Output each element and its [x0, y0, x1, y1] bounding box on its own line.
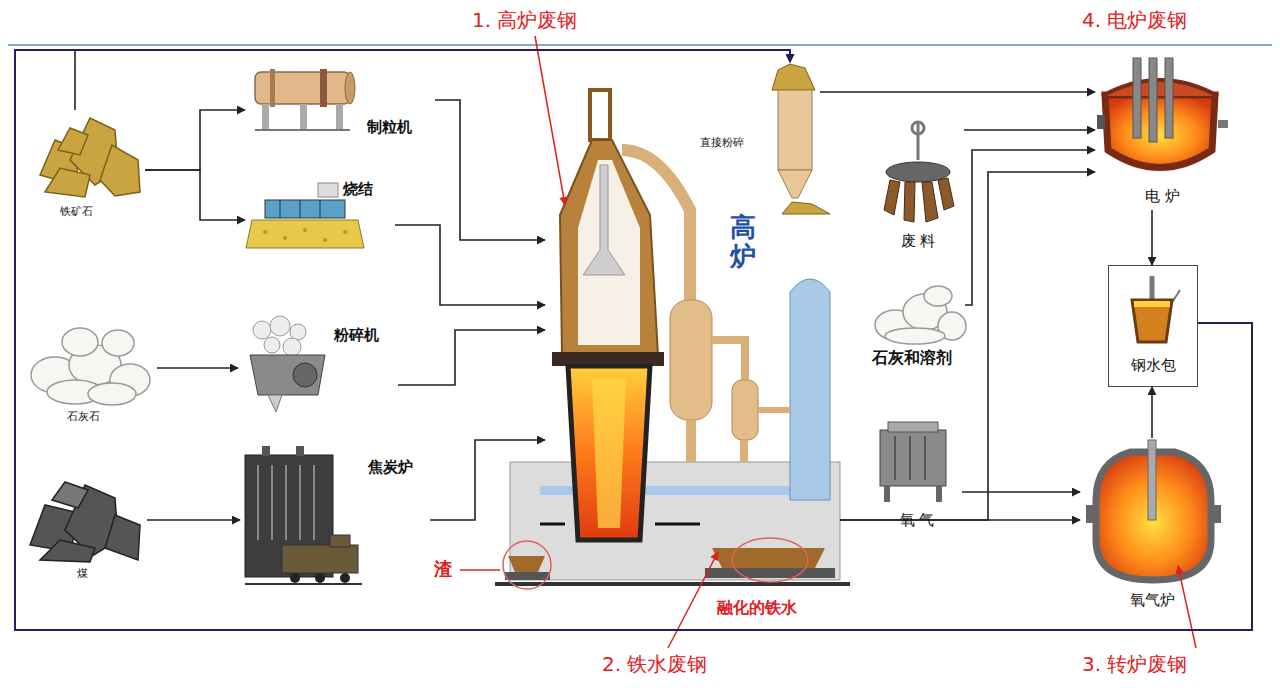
node-label: 焦炭炉	[368, 458, 413, 476]
node-label: 制粒机	[367, 118, 412, 136]
node-label: 烧结	[343, 180, 373, 198]
flow-arrow	[435, 100, 545, 240]
node-label: 石灰和溶剂	[872, 348, 952, 367]
node-label: 废 料	[901, 232, 936, 250]
flow-arrow	[964, 129, 1095, 131]
limestone-pile: 石灰石	[22, 322, 157, 432]
callout-label: 2. 铁水废钢	[600, 652, 709, 676]
coal-pile: 煤	[22, 475, 147, 585]
node-label: 钢水包	[1131, 356, 1176, 374]
electric-furnace-icon	[1097, 58, 1228, 168]
node-label: 粉碎机	[334, 326, 379, 344]
pelletizer: 制粒机	[245, 60, 435, 140]
crusher: 粉碎机	[238, 318, 398, 418]
sinter-plant: 烧结	[245, 178, 395, 256]
frame-line	[8, 44, 1272, 46]
flow-arrow	[1151, 387, 1153, 438]
coal-icon	[30, 482, 140, 562]
callout-label: 渣	[432, 558, 454, 580]
callout-label: 3. 转炉废钢	[1080, 652, 1189, 676]
limestone-icon	[31, 328, 150, 405]
coke-oven: 焦炭炉	[240, 448, 430, 588]
oxygen-converter: 氧气炉	[1080, 438, 1225, 613]
direct-reduction: 直接粉碎	[700, 62, 820, 218]
flow-arrow	[157, 367, 238, 369]
node-label: 氧气炉	[1130, 591, 1175, 609]
converter-icon	[1086, 440, 1221, 580]
callout-label: 1. 高炉废钢	[470, 8, 579, 32]
flow-arrow	[145, 170, 245, 220]
crusher-icon	[250, 316, 325, 412]
coke-oven-icon	[245, 446, 362, 584]
node-label: 铁矿石	[60, 205, 93, 218]
node-label: 氧 气	[900, 511, 935, 529]
flow-arrow	[395, 225, 545, 305]
flow-arrow	[430, 440, 545, 520]
ladle: 钢水包	[1108, 265, 1198, 387]
node-label: 直接粉碎	[700, 136, 744, 149]
flow-arrow	[398, 330, 545, 385]
lime-flux: 石灰和溶剂	[858, 282, 965, 372]
direct-reduction-icon	[772, 64, 830, 214]
flow-arrow	[820, 91, 1095, 93]
callout-label: 4. 电炉废钢	[1080, 8, 1189, 32]
flow-arrow	[75, 50, 790, 110]
callout-label: 融化的铁水	[715, 598, 799, 617]
node-label: 石灰石	[67, 410, 100, 423]
blast-furnace-drawing	[495, 90, 850, 589]
flow-arrow	[840, 172, 1095, 520]
scrap-magnet: 废 料	[872, 118, 964, 256]
oxygen-plant-icon	[880, 422, 946, 502]
pelletizer-icon	[255, 69, 355, 130]
lime-flux-icon	[875, 286, 966, 344]
flow-arrow	[147, 519, 240, 521]
ore-pile: 铁矿石	[30, 110, 145, 225]
node-label: 电 炉	[1145, 187, 1180, 205]
flow-arrow	[962, 491, 1080, 493]
iron-ore-icon	[40, 118, 140, 197]
callout-leaders	[460, 36, 1196, 648]
flow-arrow	[145, 110, 245, 170]
scrap-magnet-icon	[884, 122, 954, 222]
node-label: 高炉	[730, 213, 756, 270]
electric-furnace: 电 炉	[1095, 55, 1230, 210]
flow-arrow	[1151, 210, 1153, 265]
node-label: 煤	[77, 567, 88, 580]
ladle-icon	[1132, 276, 1180, 342]
flow-arrow	[15, 50, 1252, 630]
blast-furnace: 高炉	[545, 88, 840, 560]
oxygen-plant: 氧 气	[872, 415, 962, 533]
flow-arrow	[965, 150, 1095, 305]
